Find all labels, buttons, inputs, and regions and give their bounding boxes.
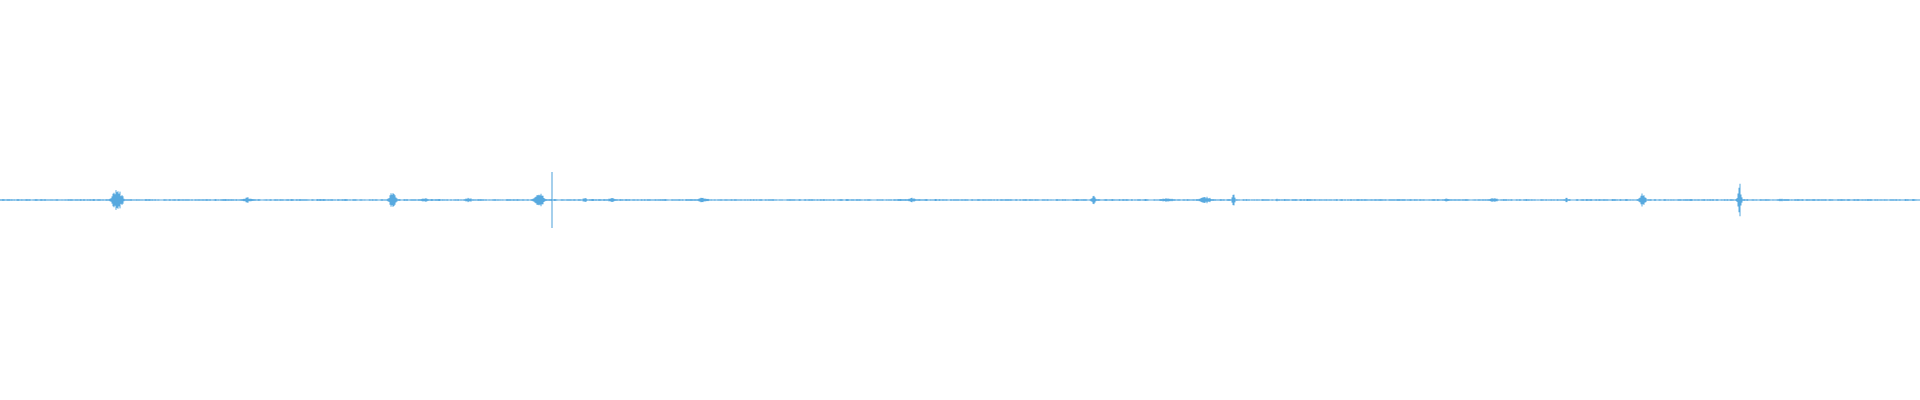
waveform-path xyxy=(0,183,1920,217)
